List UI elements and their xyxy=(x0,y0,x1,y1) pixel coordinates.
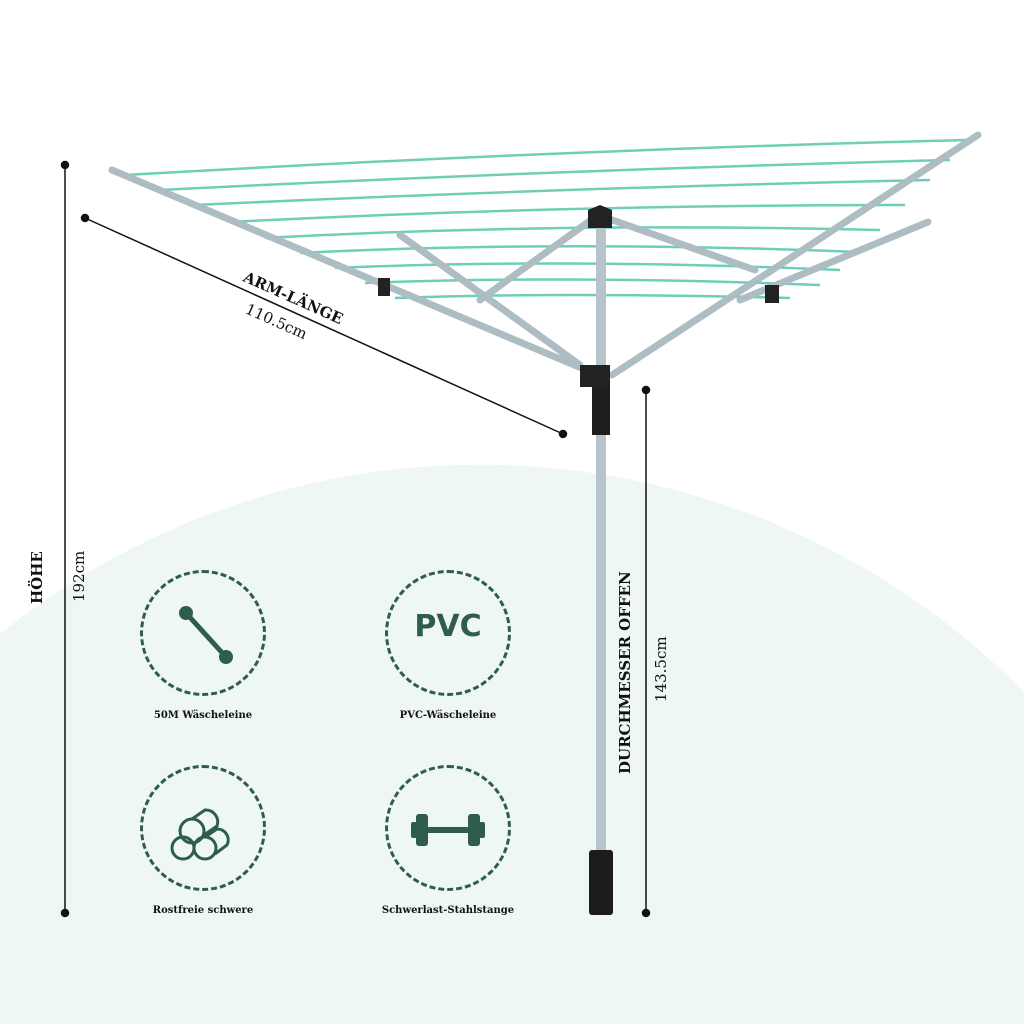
clothesline-icon xyxy=(179,606,233,664)
feature-label: Schwerlast-Stahlstange xyxy=(381,905,515,916)
dashed-ring xyxy=(140,765,266,891)
feature-label: 50M Wäscheleine xyxy=(153,710,253,721)
pvc-icon: PVC xyxy=(414,609,482,644)
feature-steel-pole: Schwerlast-Stahlstange xyxy=(382,765,514,916)
pipes-icon xyxy=(170,808,230,861)
height-measure-line xyxy=(60,160,70,918)
feature-label: Rostfreie schwere xyxy=(152,905,254,916)
diameter-measure-line xyxy=(641,385,651,918)
feature-pvc: PVC PVC-Wäscheleine xyxy=(383,570,513,721)
dashed-ring xyxy=(385,765,511,891)
arm-length-measure-line xyxy=(80,213,568,439)
background-circle xyxy=(0,464,1024,1024)
diameter-label: DURCHMESSER OFFEN xyxy=(616,571,634,774)
rotary-dryer xyxy=(108,131,982,915)
feature-clothesline: 50M Wäscheleine xyxy=(138,570,268,721)
dashed-ring xyxy=(140,570,266,696)
height-label: HÖHE xyxy=(28,551,46,604)
diameter-value: 143.5cm xyxy=(652,636,670,702)
feature-label: PVC-Wäscheleine xyxy=(399,710,497,721)
feature-rustfree: Rostfreie schwere xyxy=(138,765,268,916)
dashed-ring: PVC xyxy=(385,570,511,696)
ground-spike xyxy=(589,850,613,915)
dumbbell-icon xyxy=(411,814,485,846)
pole xyxy=(596,215,606,905)
height-value: 192cm xyxy=(70,550,88,602)
